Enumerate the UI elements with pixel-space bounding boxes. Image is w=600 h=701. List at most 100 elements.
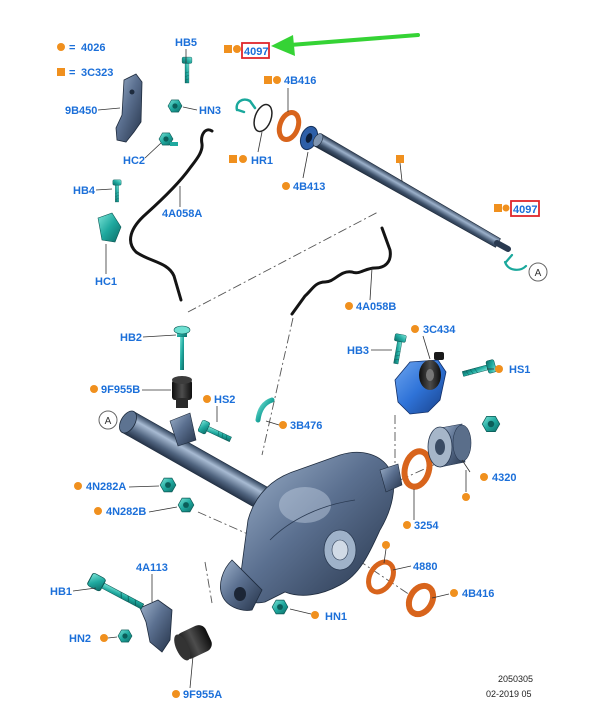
dash-dot-line bbox=[204, 561, 213, 604]
orange-dot-icon bbox=[480, 473, 488, 481]
bolt-hb1 bbox=[86, 572, 147, 614]
dash-dot-line bbox=[357, 559, 411, 596]
callout-3254[interactable]: 3254 bbox=[414, 520, 439, 532]
callout-4b416-lower[interactable]: 4B416 bbox=[462, 588, 494, 600]
bushing-bore bbox=[426, 369, 434, 381]
callout-hn1[interactable]: HN1 bbox=[325, 611, 347, 623]
callout-9f955a[interactable]: 9F955A bbox=[183, 689, 222, 701]
callout-4a058a[interactable]: 4A058A bbox=[162, 208, 202, 220]
highlight-box bbox=[510, 200, 540, 217]
orange-square-icon bbox=[57, 68, 65, 76]
callout-9f955b[interactable]: 9F955B bbox=[101, 384, 140, 396]
callout-hr1[interactable]: HR1 bbox=[251, 155, 273, 167]
nut-hn1 bbox=[271, 599, 289, 615]
callout-hc2[interactable]: HC2 bbox=[123, 155, 145, 167]
legend-equals: = bbox=[69, 42, 75, 54]
callout-4880[interactable]: 4880 bbox=[413, 561, 437, 573]
orange-dot-icon bbox=[273, 76, 281, 84]
nut-hn3 bbox=[167, 99, 183, 113]
orange-dot-icon bbox=[90, 385, 98, 393]
orange-dot-icon bbox=[233, 45, 241, 53]
orange-dot-icon bbox=[403, 521, 411, 529]
callout-4a113[interactable]: 4A113 bbox=[136, 562, 168, 574]
carrier-output-stub bbox=[379, 463, 403, 493]
orange-dot-icon bbox=[411, 325, 419, 333]
orange-square-icon bbox=[224, 45, 232, 53]
callout-hb2[interactable]: HB2 bbox=[120, 332, 142, 344]
bracket-hole bbox=[129, 89, 135, 95]
orange-dot-icon bbox=[502, 204, 510, 212]
orange-dot-icon bbox=[74, 482, 82, 490]
bearing-bore bbox=[305, 133, 313, 143]
callout-hb1[interactable]: HB1 bbox=[50, 586, 72, 598]
bolt-hb3 bbox=[390, 333, 407, 365]
seal-4880 bbox=[366, 559, 396, 595]
orange-dot-icon bbox=[239, 155, 247, 163]
orange-dot-icon bbox=[57, 43, 65, 51]
clip-4097-upper bbox=[235, 98, 257, 114]
orange-dot-icon bbox=[279, 421, 287, 429]
callout-hn2[interactable]: HN2 bbox=[69, 633, 91, 645]
pinion-bore bbox=[331, 539, 349, 561]
orange-dot-icon bbox=[462, 493, 470, 501]
legend-square-code: 3C323 bbox=[81, 67, 113, 79]
callout-9b450[interactable]: 9B450 bbox=[65, 105, 97, 117]
vent-hose-4a058a bbox=[129, 128, 214, 302]
seal-4b416-lower bbox=[405, 582, 437, 618]
callout-4320[interactable]: 4320 bbox=[492, 472, 516, 484]
bracket-9b450 bbox=[115, 73, 143, 143]
bushing-9f955b bbox=[172, 376, 192, 408]
callout-4n282b[interactable]: 4N282B bbox=[106, 506, 146, 518]
nut-4n282a bbox=[159, 477, 177, 493]
seal-3254 bbox=[401, 448, 433, 490]
nut-hn2 bbox=[117, 629, 133, 643]
bolt-hs1 bbox=[461, 359, 497, 381]
orange-dot-icon bbox=[450, 589, 458, 597]
bushing-9f955a bbox=[174, 625, 212, 661]
callout-hn3[interactable]: HN3 bbox=[199, 105, 221, 117]
orange-dot-icon bbox=[203, 395, 211, 403]
orange-dot-icon bbox=[311, 611, 319, 619]
callout-hb4[interactable]: HB4 bbox=[73, 185, 96, 197]
orange-dot-icon bbox=[495, 365, 503, 373]
orange-dot-icon bbox=[282, 182, 290, 190]
nut-4n282b bbox=[177, 497, 195, 513]
dash-dot-line bbox=[261, 317, 294, 456]
callout-4b416-upper[interactable]: 4B416 bbox=[284, 75, 316, 87]
bolt-hs2 bbox=[197, 419, 234, 446]
seal-4b416-upper bbox=[276, 109, 302, 143]
callout-4097-upper[interactable]: 4097 bbox=[244, 46, 268, 58]
nut-4320 bbox=[481, 415, 501, 433]
orange-square-icon bbox=[396, 155, 404, 163]
bushing-cap bbox=[434, 352, 444, 360]
flange-4320 bbox=[427, 423, 472, 468]
axle-shaft-spline bbox=[494, 240, 511, 252]
callout-4a058b[interactable]: 4A058B bbox=[356, 301, 396, 313]
callout-3b476[interactable]: 3B476 bbox=[290, 420, 322, 432]
callout-hs2[interactable]: HS2 bbox=[214, 394, 235, 406]
carrier-mount-arm bbox=[220, 559, 263, 611]
orange-dot-icon bbox=[382, 541, 390, 549]
axle-tube-end bbox=[119, 410, 137, 434]
callout-4097-lower[interactable]: 4097 bbox=[513, 204, 537, 216]
callout-4n282a[interactable]: 4N282A bbox=[86, 481, 126, 493]
reference-marker-label: A bbox=[535, 268, 542, 279]
callout-hc1[interactable]: HC1 bbox=[95, 276, 117, 288]
orange-square-icon bbox=[494, 204, 502, 212]
bracket-4a113 bbox=[139, 599, 173, 653]
orange-dot-icon bbox=[94, 507, 102, 515]
legend-equals: = bbox=[69, 67, 75, 79]
vent-fitting-3b476 bbox=[255, 397, 275, 423]
vent-hose-4a058b bbox=[290, 226, 392, 316]
bolt-hb4 bbox=[112, 179, 122, 203]
dash-dot-line bbox=[197, 511, 251, 536]
callout-hb5[interactable]: HB5 bbox=[175, 37, 197, 49]
highlight-box bbox=[241, 42, 270, 59]
callout-hb3[interactable]: HB3 bbox=[347, 345, 369, 357]
callout-hs1[interactable]: HS1 bbox=[509, 364, 530, 376]
callout-4b413[interactable]: 4B413 bbox=[293, 181, 325, 193]
carrier-rib bbox=[269, 499, 356, 541]
clip-hc2 bbox=[158, 132, 178, 146]
callout-3c434[interactable]: 3C434 bbox=[423, 324, 456, 336]
